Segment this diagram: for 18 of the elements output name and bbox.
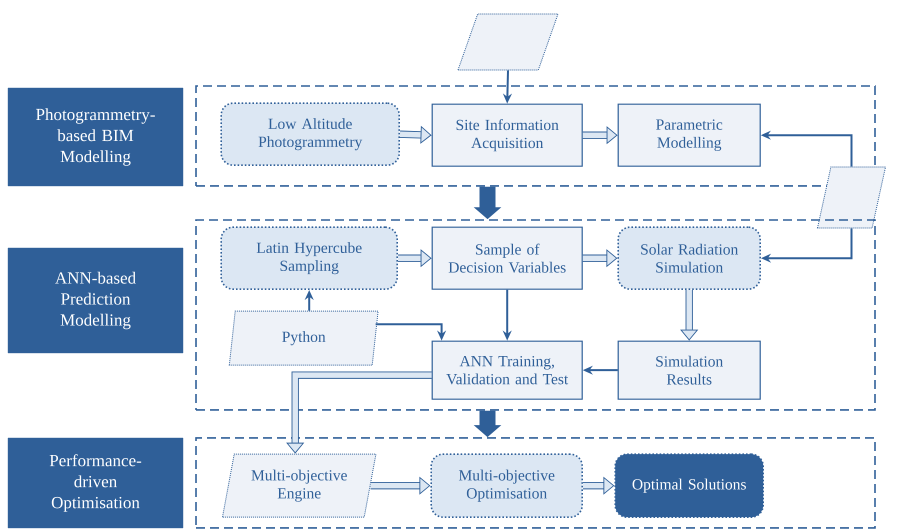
process-box: Low Altitude Photogrammetry xyxy=(220,102,400,166)
process-box: Parametric Modelling xyxy=(618,104,761,167)
dashed-group-box xyxy=(195,219,876,411)
process-box: Simulation Results xyxy=(618,340,761,400)
dashed-group-box xyxy=(195,85,876,187)
process-box: Multi-objective Optimisation xyxy=(430,453,583,518)
label-box: Performance-driven Optimisation xyxy=(8,438,184,528)
process-box: Latin Hypercube Sampling xyxy=(220,226,398,290)
label-box: Photogrammetry-based BIM Modelling xyxy=(8,88,184,186)
input-parallelogram: Multi-objective Engine xyxy=(222,454,377,518)
output-box: Optimal Solutions xyxy=(614,453,764,518)
input-parallelogram: Python xyxy=(228,310,379,366)
process-box: Site Information Acquisition xyxy=(432,104,583,167)
process-box: Solar Radiation Simulation xyxy=(617,226,761,290)
dashed-group-box xyxy=(195,437,876,529)
process-box: ANN Training, Validation and Test xyxy=(432,340,583,400)
process-box: Sample of Decision Variables xyxy=(432,226,583,290)
label-box: ANN-based Prediction Modelling xyxy=(8,248,184,354)
